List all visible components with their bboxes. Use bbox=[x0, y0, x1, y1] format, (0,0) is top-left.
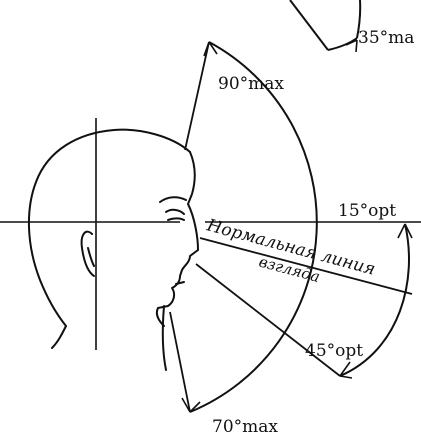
top-partial-arc bbox=[290, 0, 360, 52]
angle-label-70: 70°max bbox=[212, 417, 278, 437]
angle-label-45: 45°opt bbox=[305, 341, 363, 361]
angle-label-15: 15°opt bbox=[338, 201, 396, 221]
upper-limit-90-line bbox=[185, 42, 209, 150]
head-profile bbox=[29, 130, 198, 370]
ear bbox=[82, 232, 94, 276]
mouth bbox=[176, 282, 184, 284]
angle-label-35: 35°ma bbox=[358, 28, 414, 48]
neck-back bbox=[52, 326, 66, 348]
angle-label-90: 90°max bbox=[218, 74, 284, 94]
neck-front bbox=[163, 306, 166, 370]
eye bbox=[166, 210, 184, 220]
head-outline bbox=[29, 130, 190, 326]
lower-limit-70-line bbox=[170, 312, 190, 412]
face-profile bbox=[157, 152, 198, 326]
eyebrow bbox=[160, 197, 186, 202]
